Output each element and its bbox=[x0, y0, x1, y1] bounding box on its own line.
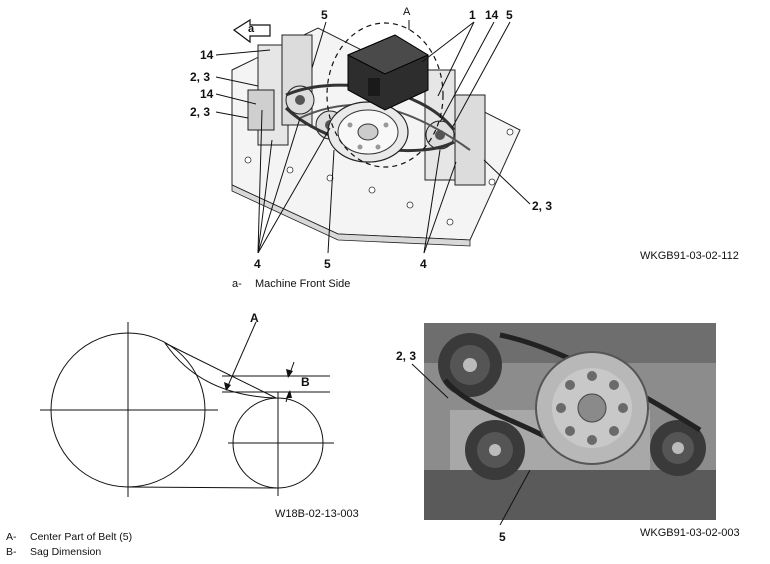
callout-2-3-left-top: 2, 3 bbox=[190, 70, 211, 84]
legend-item-A: A- Center Part of Belt (5) bbox=[6, 531, 132, 543]
callout-14-top: 14 bbox=[485, 8, 499, 22]
photo-callout-5: 5 bbox=[499, 530, 506, 544]
figure-id-diagram: W18B-02-13-003 bbox=[275, 508, 359, 520]
legend-key: B- bbox=[6, 546, 17, 558]
figure-id-photo: WKGB91-03-02-003 bbox=[640, 527, 740, 539]
callout-5-right: 5 bbox=[506, 8, 513, 22]
legend-text: Center Part of Belt (5) bbox=[30, 531, 133, 543]
legend-text: Sag Dimension bbox=[30, 546, 102, 558]
diagram-label-B: B bbox=[301, 375, 310, 389]
diagram-label-A: A bbox=[250, 311, 259, 325]
callout-14-left-top: 14 bbox=[200, 48, 214, 62]
caption-text: Machine Front Side bbox=[255, 278, 351, 290]
detail-circle-A bbox=[326, 22, 444, 168]
callout-2-3-left-mid: 2, 3 bbox=[190, 105, 211, 119]
callout-14-left-mid: 14 bbox=[200, 87, 214, 101]
callout-1: 1 bbox=[469, 8, 476, 22]
callout-4-right: 4 bbox=[420, 257, 427, 271]
direction-arrow bbox=[232, 18, 271, 44]
callout-5-bottom: 5 bbox=[324, 257, 331, 271]
figure-id-top: WKGB91-03-02-112 bbox=[640, 250, 739, 262]
photo-callout-2-3: 2, 3 bbox=[396, 349, 417, 363]
legend-key: A- bbox=[6, 531, 17, 543]
callout-4-left: 4 bbox=[254, 257, 261, 271]
callout-a-arrow: a bbox=[248, 23, 255, 35]
legend-item-B: B- Sag Dimension bbox=[6, 546, 101, 558]
callout-A-top: A bbox=[403, 6, 411, 18]
callout-5-left: 5 bbox=[321, 8, 328, 22]
caption-key: a- bbox=[232, 278, 242, 290]
callout-2-3-right: 2, 3 bbox=[532, 199, 553, 213]
